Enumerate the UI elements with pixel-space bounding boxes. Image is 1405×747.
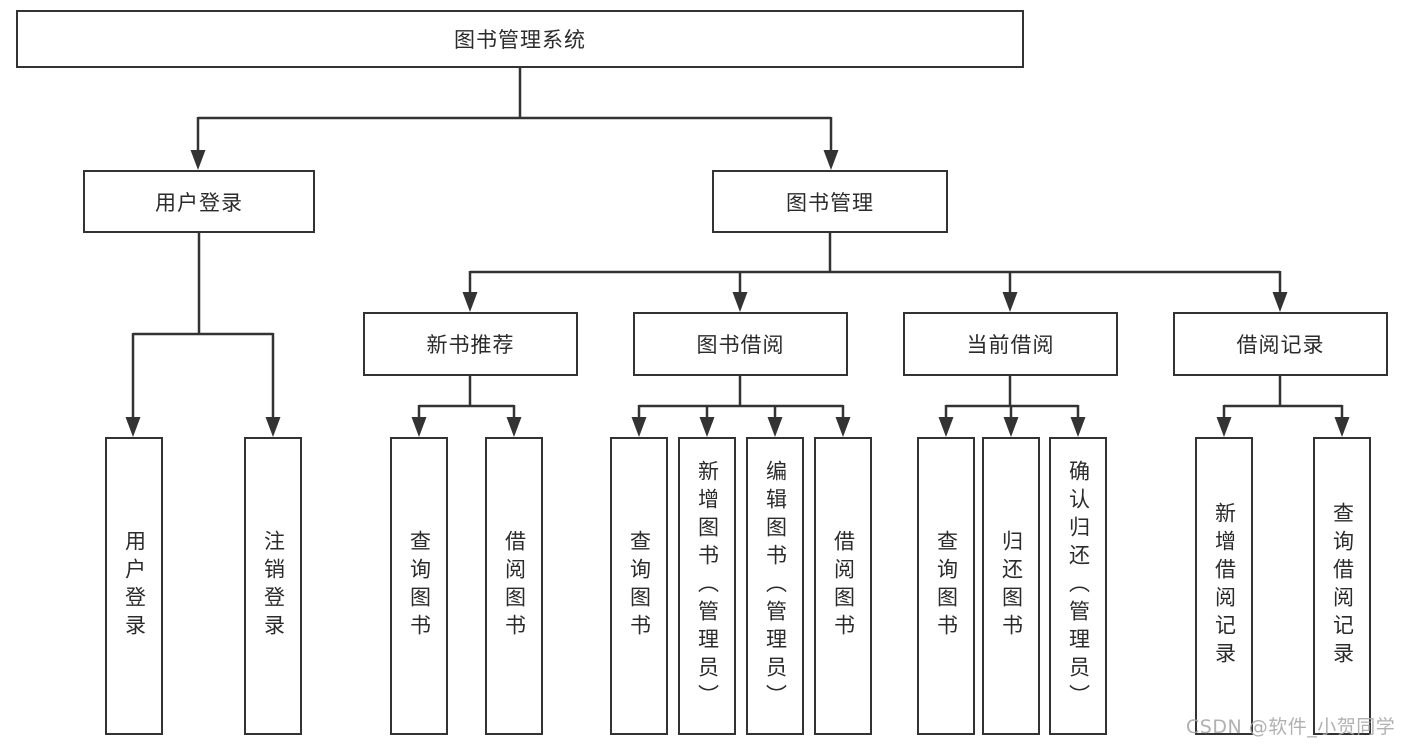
- watermark: CSDN @软件_小贺同学: [1186, 716, 1396, 738]
- leaf-query-books-2: 查询图书: [610, 437, 668, 735]
- node-new-book-recommend: 新书推荐: [363, 312, 578, 376]
- node-book-borrow: 图书借阅: [633, 312, 848, 376]
- leaf-query-books-3: 查询图书: [917, 437, 975, 735]
- leaf-borrow-books-1: 借阅图书: [485, 437, 543, 735]
- leaf-confirm-return-admin: 确认归还（管理员）: [1049, 437, 1107, 735]
- leaf-edit-book-admin: 编辑图书（管理员）: [746, 437, 804, 735]
- node-book-management: 图书管理: [712, 170, 948, 233]
- leaf-query-books-1: 查询图书: [390, 437, 448, 735]
- leaf-query-borrow-record: 查询借阅记录: [1313, 437, 1371, 735]
- arrowheads: [125, 150, 1350, 437]
- leaf-borrow-books-2: 借阅图书: [814, 437, 872, 735]
- leaf-add-borrow-record: 新增借阅记录: [1195, 437, 1253, 735]
- leaf-user-login: 用户登录: [105, 437, 163, 735]
- leaf-return-books: 归还图书: [982, 437, 1040, 735]
- leaf-add-book-admin: 新增图书（管理员）: [678, 437, 736, 735]
- node-borrow-records: 借阅记录: [1173, 312, 1388, 376]
- node-current-borrow: 当前借阅: [903, 312, 1118, 376]
- node-user-login: 用户登录: [83, 170, 315, 233]
- node-root: 图书管理系统: [16, 10, 1024, 68]
- leaf-logout: 注销登录: [244, 437, 302, 735]
